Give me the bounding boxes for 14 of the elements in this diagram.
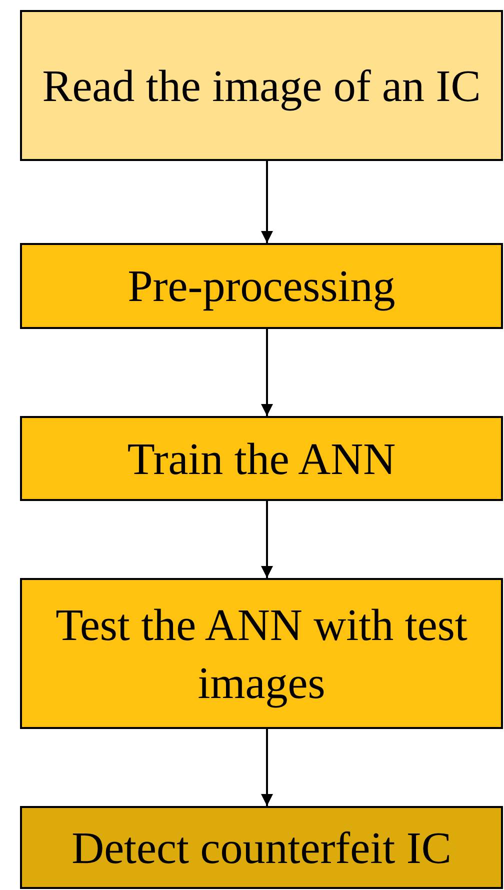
process-box (20, 10, 503, 161)
process-box (20, 416, 503, 501)
step-text: Read the image of an IC (41, 60, 482, 113)
step-text: Train the ANN (126, 432, 397, 486)
step-text: Test the ANN with test images (54, 598, 468, 710)
arrow (261, 501, 273, 578)
arrow (261, 161, 273, 243)
step-text: Pre-processing (126, 260, 396, 313)
process-box (20, 578, 503, 729)
process-box (20, 243, 503, 329)
process-box (20, 806, 503, 889)
step-text: Detect counterfeit IC (70, 822, 452, 874)
arrow (261, 729, 273, 806)
arrow (261, 329, 273, 416)
